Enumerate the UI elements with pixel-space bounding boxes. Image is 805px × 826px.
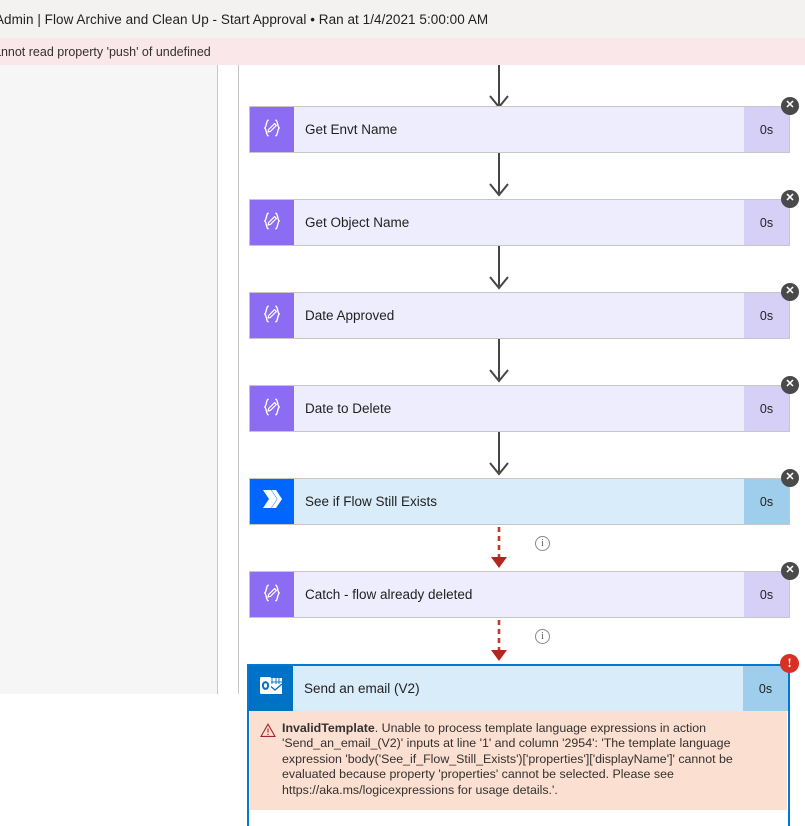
error-message-text: InvalidTemplate. Unable to process templ… (282, 721, 733, 797)
action-title: See if Flow Still Exists (294, 479, 744, 524)
flow-step-send-an-email-v2[interactable]: Send an email (V2)0s InvalidTemplate. Un… (239, 654, 805, 826)
outlook-icon (259, 674, 284, 703)
power-automate-icon (259, 486, 285, 517)
action-card[interactable]: Send an email (V2)0s InvalidTemplate. Un… (247, 664, 790, 826)
close-icon[interactable]: ✕ (781, 469, 799, 487)
action-title: Date Approved (294, 293, 744, 338)
action-duration: 0s (744, 479, 789, 524)
action-title: Catch - flow already deleted (294, 572, 744, 617)
close-icon[interactable]: ✕ (781, 283, 799, 301)
action-icon-container (250, 293, 294, 338)
action-duration: 0s (744, 386, 789, 431)
close-icon[interactable]: ✕ (781, 376, 799, 394)
action-icon-container (250, 386, 294, 431)
compose-icon (261, 117, 283, 143)
action-duration: 0s (744, 107, 789, 152)
arrow-down-icon (489, 246, 509, 290)
info-icon[interactable]: i (535, 629, 550, 644)
arrow-down-dashed-icon (491, 527, 507, 568)
arrow-down-icon (489, 339, 509, 383)
action-title: Get Envt Name (294, 107, 744, 152)
left-side-panel (0, 65, 218, 694)
connector-solid (239, 65, 805, 109)
arrow-down-icon (489, 65, 509, 109)
action-icon-container (250, 107, 294, 152)
connector-solid (239, 153, 805, 199)
panel-divider (238, 65, 239, 694)
close-icon[interactable]: ✕ (781, 97, 799, 115)
action-duration: 0s (744, 293, 789, 338)
warning-triangle-icon (260, 723, 276, 742)
action-duration: 0s (744, 572, 789, 617)
action-duration: 0s (743, 666, 788, 711)
error-banner: annot read property 'push' of undefined (0, 38, 805, 65)
error-code: InvalidTemplate (282, 721, 375, 735)
app-header: Admin | Flow Archive and Clean Up - Star… (0, 0, 805, 38)
action-icon-container (250, 572, 294, 617)
arrow-down-icon (489, 432, 509, 476)
close-icon[interactable]: ✕ (781, 562, 799, 580)
error-banner-message: annot read property 'push' of undefined (0, 44, 211, 59)
action-title: Date to Delete (294, 386, 744, 431)
card-footer-spacer (250, 810, 787, 826)
compose-icon (261, 582, 283, 608)
action-title: Get Object Name (294, 200, 744, 245)
compose-icon (261, 396, 283, 422)
arrow-down-dashed-icon (491, 620, 507, 661)
connector-solid (239, 246, 805, 292)
action-icon-container (250, 479, 294, 524)
close-icon[interactable]: ✕ (781, 190, 799, 208)
warning-icon-container (260, 723, 282, 798)
compose-icon (261, 210, 283, 236)
info-icon[interactable]: i (535, 536, 550, 551)
connector-solid (239, 339, 805, 385)
connector-failed: i (239, 618, 805, 664)
action-error-detail: InvalidTemplate. Unable to process templ… (250, 711, 787, 811)
action-icon-container (249, 666, 293, 711)
action-icon-container (250, 200, 294, 245)
arrow-down-icon (489, 153, 509, 197)
action-title: Send an email (V2) (293, 666, 743, 711)
action-duration: 0s (744, 200, 789, 245)
page-title: Admin | Flow Archive and Clean Up - Star… (0, 11, 489, 27)
connector-failed: i (239, 525, 805, 571)
error-status-badge[interactable]: ! (780, 654, 799, 673)
connector-solid (239, 432, 805, 478)
compose-icon (261, 303, 283, 329)
